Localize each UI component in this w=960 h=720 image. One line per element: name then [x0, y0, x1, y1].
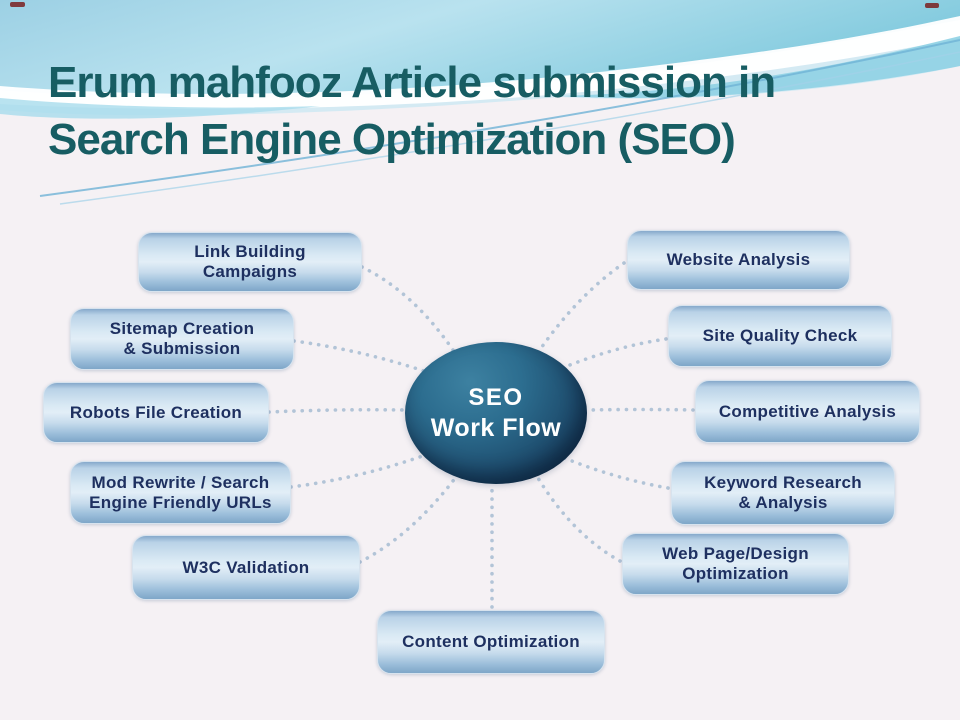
- node-label: & Submission: [123, 339, 241, 358]
- node-label: Mod Rewrite / Search: [91, 472, 270, 492]
- node-link-building-campaigns: Link Building Campaigns: [138, 232, 362, 292]
- node-label: & Analysis: [738, 493, 828, 512]
- frame-artifact-right: [925, 3, 939, 8]
- node-label: Website Analysis: [666, 250, 811, 269]
- connector-robots: [267, 407, 405, 414]
- slide-title-line1: Erum mahfooz Article submission in: [48, 58, 776, 107]
- node-label: Campaigns: [202, 262, 298, 281]
- node-competitive-analysis: Competitive Analysis: [695, 380, 920, 443]
- slide-title-line2: Search Engine Optimization (SEO): [48, 115, 736, 164]
- node-label: Optimization: [682, 564, 789, 583]
- node-website-analysis: Website Analysis: [627, 230, 850, 290]
- node-label: Web Page/Design: [662, 544, 809, 563]
- node-sitemap-creation-submission: Sitemap Creation & Submission: [70, 308, 294, 370]
- node-label: Keyword Research: [704, 473, 862, 492]
- node-content-optimization: Content Optimization: [377, 610, 605, 674]
- connector-competitive: [587, 407, 695, 412]
- node-robots-file-creation: Robots File Creation: [43, 382, 269, 443]
- slide-title: Erum mahfooz Article submission in Searc…: [48, 54, 928, 168]
- connector-sitemap: [292, 339, 432, 375]
- frame-artifact-left: [10, 2, 25, 7]
- node-keyword-research-analysis: Keyword Research & Analysis: [671, 461, 895, 525]
- node-site-quality-check: Site Quality Check: [668, 305, 892, 367]
- connector-w3c: [358, 475, 458, 564]
- node-label: Competitive Analysis: [718, 401, 897, 421]
- connector-site-quality: [553, 337, 668, 373]
- connector-link-building: [360, 265, 455, 352]
- node-label: W3C Validation: [182, 557, 310, 577]
- node-w3c-validation: W3C Validation: [132, 535, 360, 600]
- seo-workflow-sphere: SEO Work Flow: [405, 342, 587, 484]
- connector-mod-rewrite: [289, 451, 433, 489]
- connector-web-page-design: [536, 476, 622, 563]
- node-web-page-design-optimization: Web Page/Design Optimization: [622, 533, 849, 595]
- node-label: Link Building: [194, 242, 306, 261]
- connector-keyword: [555, 453, 670, 490]
- node-label: Site Quality Check: [702, 326, 858, 345]
- connector-website-analysis: [537, 261, 626, 353]
- sphere-label-line2: Work Flow: [430, 413, 562, 442]
- node-label: Sitemap Creation: [109, 319, 255, 338]
- node-label: Robots File Creation: [69, 402, 243, 422]
- node-mod-rewrite-sef-urls: Mod Rewrite / Search Engine Friendly URL…: [70, 461, 291, 524]
- node-label: Content Optimization: [402, 632, 580, 651]
- node-label: Engine Friendly URLs: [89, 492, 272, 512]
- sphere-label-line1: SEO: [468, 383, 524, 411]
